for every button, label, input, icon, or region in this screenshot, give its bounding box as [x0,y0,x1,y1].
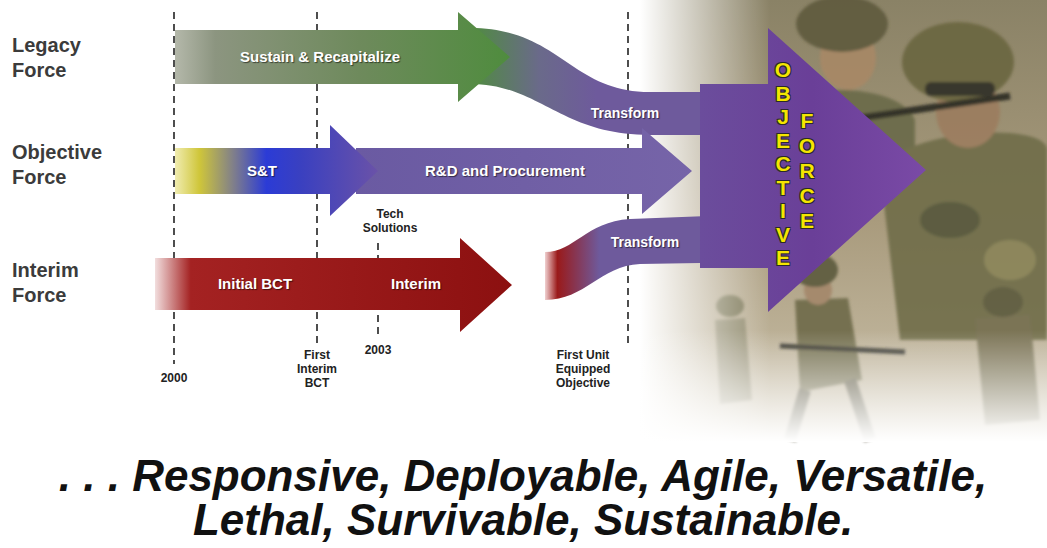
arrow-shape [700,28,926,312]
year-label: 2000 [149,371,199,385]
row-label: Legacy Force [12,33,112,83]
arrow-label: Sustain & Recapitalize [240,48,400,65]
arrow-outline [170,120,385,220]
arrow-label: Initial BCT [218,275,292,292]
photo-shape [925,82,995,96]
arrow-label: Transform [591,105,659,121]
arrow-label: R&D and Procurement [425,162,585,179]
photo-shape [796,0,888,52]
sustain-arrow: Sustain & Recapitalize [170,8,515,108]
photo-shape [984,240,1036,280]
arrow-shape [175,125,378,216]
milestone-label: First Interim BCT [288,348,346,390]
timeline-tick [173,12,175,364]
photo-shape [983,287,1023,317]
arrow-label: Interim [391,275,441,292]
arrow-shape [175,12,510,102]
photo-shape [860,96,1010,118]
photo-fade [640,330,1047,442]
st-arrow: S&T [170,120,385,220]
row-label: Objective Force [12,140,112,190]
photo-shape [920,202,980,238]
arrow-outline [150,232,515,336]
arrow-label: Transform [611,234,679,250]
photo-shape [902,22,1014,102]
vertical-title: OBJECTIVE [775,58,792,270]
photo-ground [640,0,1047,442]
objective-force-arrow: OBJECTIVE FORCE [695,22,931,318]
vertical-title: FORCE [799,108,816,233]
arrow-label: S&T [247,162,277,179]
caption: . . . Responsive, Deployable, Agile, Ver… [23,454,1023,542]
rd-procurement-arrow: R&D and Procurement [350,122,695,218]
row-label: Interim Force [12,258,112,308]
milestone-label: First Unit Equipped Objective [547,348,619,390]
interim-arrow: Initial BCT Interim [150,232,515,336]
arrow-shape [356,128,692,214]
arrow-shape [155,238,512,332]
milestone-label: Tech Solutions [357,207,423,235]
year-label: 2003 [353,343,403,357]
